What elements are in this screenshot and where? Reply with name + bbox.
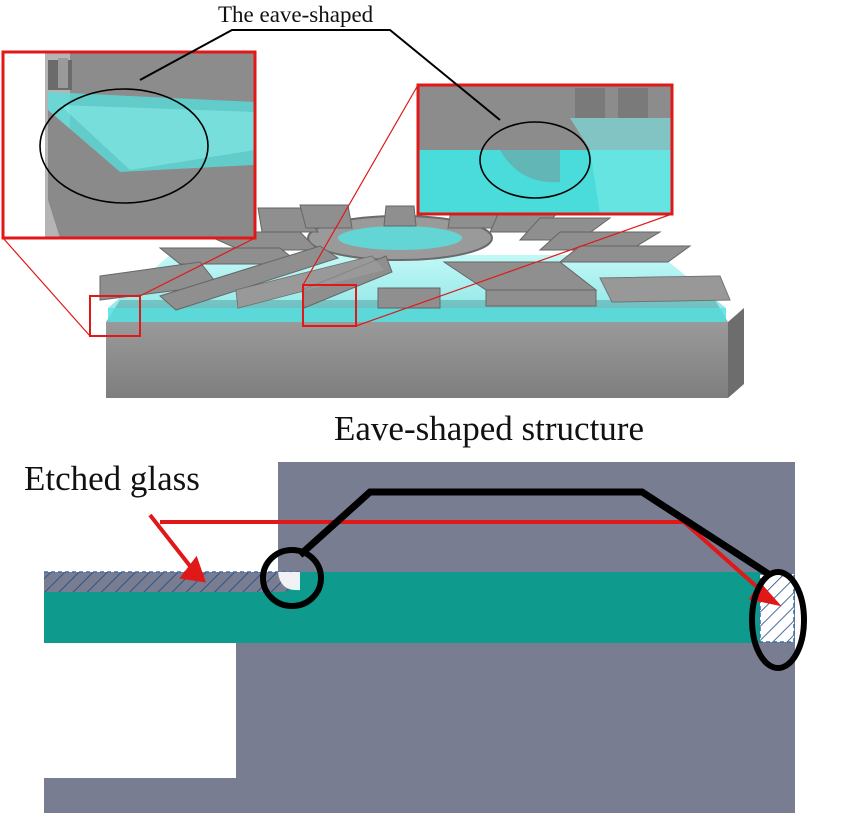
eave-circle-left-cross bbox=[260, 547, 324, 609]
device-3d-view: The eave-shaped bbox=[1, 2, 744, 398]
etched-glass-hatch-left bbox=[44, 572, 292, 592]
zoom-box-left-small bbox=[89, 295, 141, 337]
glass-layer bbox=[108, 308, 726, 322]
zoom-line-left-a bbox=[2, 237, 91, 337]
substrate-right-face bbox=[728, 308, 744, 398]
center-hole bbox=[338, 226, 462, 250]
zoom-box-center-small bbox=[302, 284, 357, 327]
top-callout-line bbox=[139, 29, 501, 121]
zoom-line-right-b bbox=[355, 213, 673, 327]
zoom-line-left-b bbox=[139, 237, 256, 297]
eave-circle-left bbox=[39, 88, 209, 204]
etched-glass-label: Etched glass bbox=[24, 459, 200, 498]
beam-top-faces bbox=[236, 256, 730, 308]
glass-layer-cross-section bbox=[44, 572, 760, 643]
cross-section-view: Eave-shaped structure Etched glass bbox=[24, 409, 807, 813]
zoom-inset-right bbox=[416, 83, 674, 216]
zoom-line-right-a bbox=[302, 84, 419, 286]
substrate-front-face bbox=[106, 322, 728, 398]
eave-callout-line bbox=[297, 488, 772, 578]
zoom-inset-left bbox=[1, 50, 257, 240]
eave-circle-right-cross bbox=[749, 569, 807, 671]
eave-structure-title: Eave-shaped structure bbox=[334, 409, 644, 448]
top-callout-label: The eave-shaped bbox=[218, 2, 374, 27]
eave-circle-right bbox=[479, 121, 591, 199]
